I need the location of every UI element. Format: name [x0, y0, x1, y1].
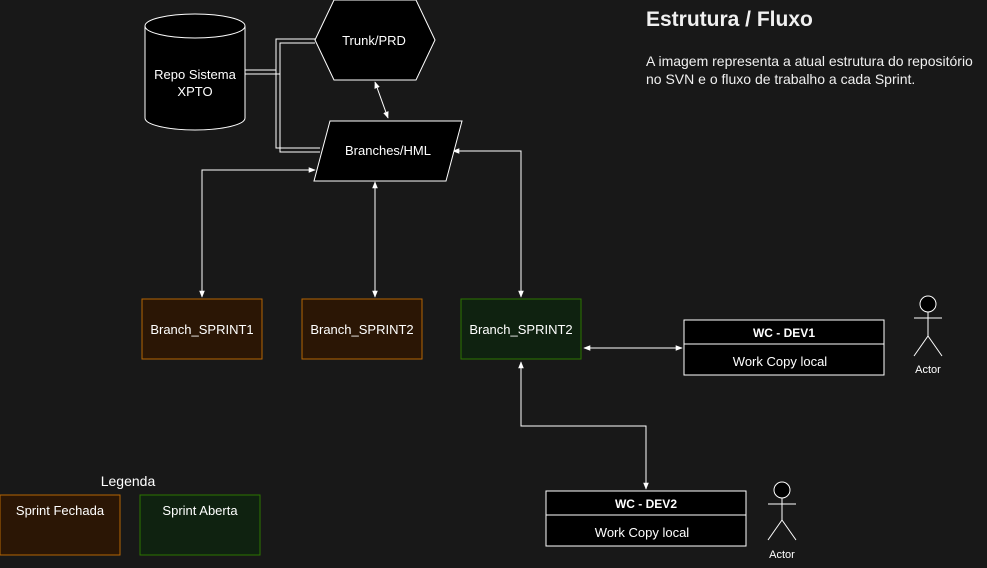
page-description: A imagem representa a atual estrutura do…: [646, 53, 973, 87]
sprint2-open-node[interactable]: Branch_SPRINT2: [460, 298, 582, 360]
page-title: Estrutura / Fluxo: [646, 8, 813, 31]
wc-dev2-body: Work Copy local: [595, 525, 690, 540]
actor2-label: Actor: [769, 549, 795, 561]
trunk-label: Trunk/PRD: [342, 33, 406, 48]
sprint2-closed-label: Branch_SPRINT2: [310, 322, 413, 337]
sprint1-node[interactable]: Branch_SPRINT1: [141, 298, 263, 360]
sprint1-label: Branch_SPRINT1: [150, 322, 253, 337]
repo-label-line2: XPTO: [177, 84, 212, 99]
wc-dev1-box[interactable]: WC - DEV1 Work Copy local: [683, 319, 885, 376]
sprint2-open-label: Branch_SPRINT2: [469, 322, 572, 337]
repo-branches-connector: [245, 69, 320, 153]
branches-sprint2-open-arrow: [452, 148, 524, 298]
repo-label-line1: Repo Sistema: [154, 67, 236, 82]
actor1-label: Actor: [915, 364, 941, 376]
sprint2-closed-node[interactable]: Branch_SPRINT2: [301, 298, 423, 360]
legend-title: Legenda: [101, 473, 156, 489]
repo-trunk-connector: [245, 38, 315, 75]
sprint2-dev2-arrow: [518, 361, 649, 490]
branches-node[interactable]: Branches/HML: [313, 120, 463, 182]
wc-dev2-box[interactable]: WC - DEV2 Work Copy local: [545, 490, 747, 547]
trunk-node[interactable]: Trunk/PRD: [314, 0, 436, 81]
wc-dev1-body: Work Copy local: [733, 354, 828, 369]
actor1-icon: [913, 295, 943, 357]
branches-sprint1-arrow: [199, 167, 316, 298]
trunk-branches-arrow: [374, 81, 389, 119]
legend-open: Sprint Aberta: [139, 494, 261, 556]
legend-closed: Sprint Fechada: [0, 494, 121, 556]
legend-closed-label: Sprint Fechada: [16, 503, 105, 518]
actor2-icon: [767, 481, 797, 541]
wc-dev2-title: WC - DEV2: [615, 497, 677, 511]
repo-cylinder[interactable]: Repo Sistema XPTO: [144, 13, 246, 131]
branches-label: Branches/HML: [345, 143, 431, 158]
legend-open-label: Sprint Aberta: [162, 503, 238, 518]
wc-dev1-title: WC - DEV1: [753, 326, 815, 340]
